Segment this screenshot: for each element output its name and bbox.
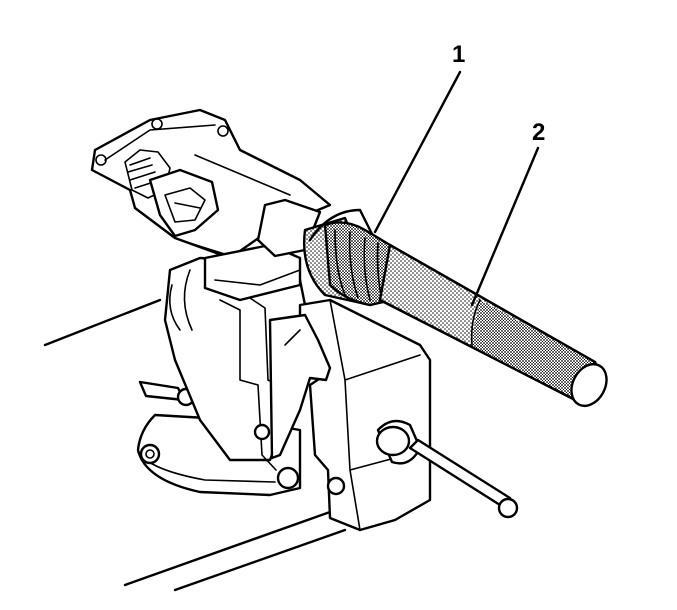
boot	[303, 208, 397, 307]
callouts: 1 2	[452, 41, 545, 146]
workbench	[43, 298, 347, 592]
callout-1: 1	[452, 41, 465, 68]
leader-line-2	[470, 146, 540, 307]
installer-tool	[378, 243, 608, 408]
bench-vise	[136, 198, 519, 532]
callout-2: 2	[532, 119, 545, 146]
leader-line-1	[373, 70, 462, 234]
leader-lines	[373, 70, 540, 307]
